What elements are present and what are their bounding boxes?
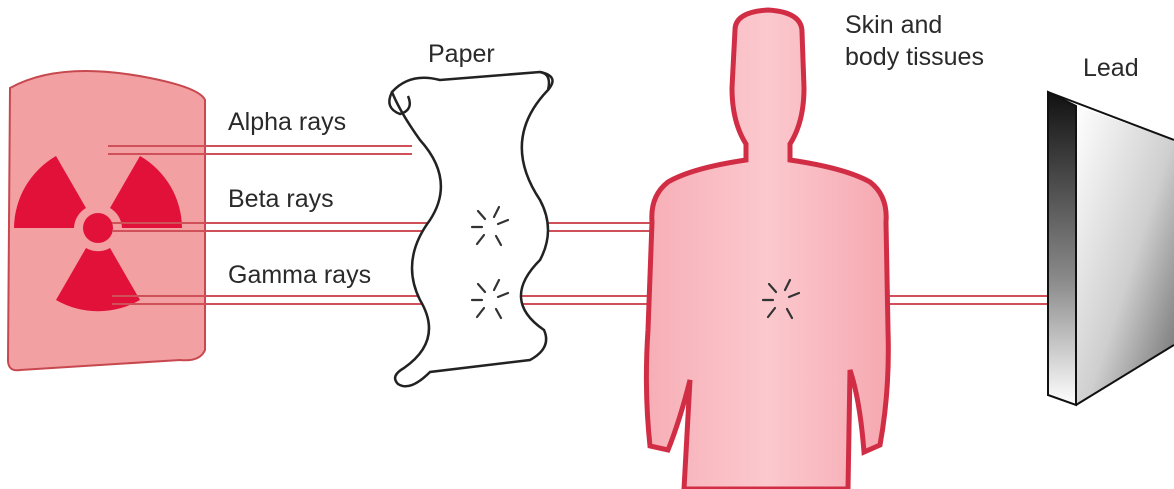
paper-scroll: [392, 72, 549, 386]
paper-label: Paper: [428, 40, 495, 68]
lead-side: [1048, 92, 1076, 405]
gamma-ray: [112, 296, 1050, 304]
lead-front: [1076, 106, 1174, 405]
gamma-rays-label: Gamma rays: [228, 261, 371, 289]
skin-label-line1: Skin and: [845, 11, 942, 39]
beta-rays-label: Beta rays: [228, 185, 334, 213]
alpha-rays-label: Alpha rays: [228, 108, 346, 136]
skin-label-line2: body tissues: [845, 43, 984, 71]
human-body: [646, 10, 888, 489]
paper-sheet: [389, 72, 552, 386]
body-silhouette: [646, 10, 888, 489]
radiation-source: [8, 71, 205, 370]
lead-label: Lead: [1083, 54, 1139, 82]
lead-block: [1048, 92, 1174, 405]
